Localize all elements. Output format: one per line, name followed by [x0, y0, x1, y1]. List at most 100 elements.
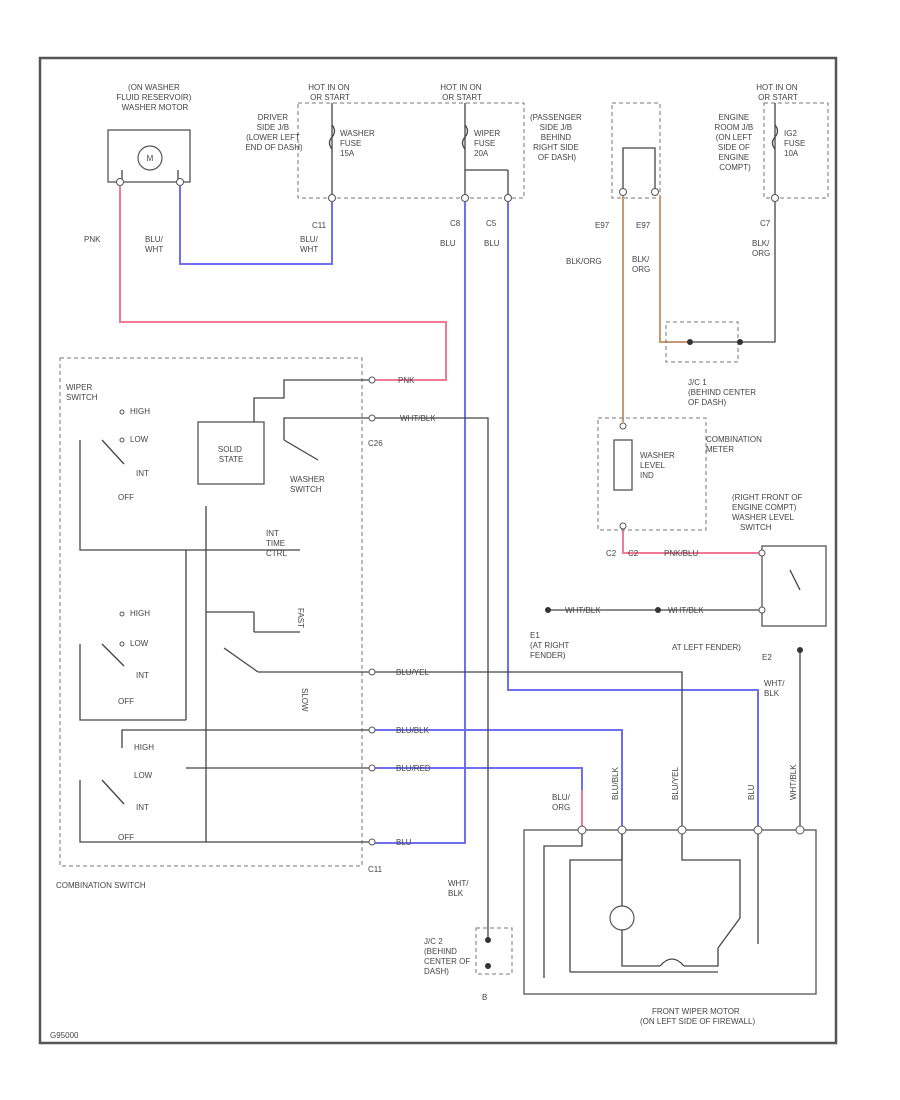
svg-text:BLU/BLK: BLU/BLK — [396, 726, 430, 735]
ground-e2-label: AT LEFT FENDER) E2 — [672, 643, 772, 662]
svg-text:BLU/BLK: BLU/BLK — [611, 766, 620, 800]
svg-text:C11: C11 — [312, 221, 327, 230]
wiper-fuse-label: WIPER FUSE 20A — [474, 129, 502, 158]
svg-text:INT: INT — [136, 803, 149, 812]
solid-state-label: SOLID STATE — [218, 445, 244, 464]
washer-motor: (ON WASHER FLUID RESERVOIR) WASHER MOTOR… — [107, 83, 193, 186]
svg-text:M: M — [147, 154, 154, 163]
combination-meter: COMBINATION METER WASHER LEVEL IND C2 C2… — [597, 417, 764, 558]
svg-text:HIGH: HIGH — [130, 609, 150, 618]
svg-text:OFF: OFF — [118, 833, 134, 842]
wire-blk-org-right — [659, 196, 690, 343]
wires — [119, 186, 801, 940]
washer-level-ind-label: WASHER LEVEL IND — [640, 451, 677, 480]
jc2-junction: WHT/ BLK J/C 2 (BEHIND CENTER OF DASH) B — [424, 879, 513, 1002]
wiper-switch-label: WIPER SWITCH — [66, 383, 98, 402]
wire-blu-blk — [372, 729, 623, 830]
engine-room-jb: E97 E97 HOT IN ON OR START ENGINE ROOM J… — [595, 83, 829, 230]
label-blk-org-c7: BLK/ ORG — [752, 239, 772, 258]
int-time-ctrl-label: INT TIME CTRL — [266, 529, 287, 558]
figure-id: G95000 — [50, 1031, 79, 1040]
ig2-fuse-label: IG2 FUSE 10A — [784, 129, 808, 158]
jc2-label: J/C 2 (BEHIND CENTER OF DASH) — [424, 937, 472, 976]
svg-text:C5: C5 — [486, 219, 497, 228]
ground-points: E1 (AT RIGHT FENDER) AT LEFT FENDER) E2 … — [530, 631, 803, 698]
svg-text:LOW: LOW — [134, 771, 153, 780]
wire-pnk-blu — [622, 530, 760, 554]
driver-jb-label: DRIVER SIDE J/B (LOWER LEFT END OF DASH) — [245, 113, 303, 152]
wire-blu-red — [372, 767, 583, 790]
svg-text:E97: E97 — [636, 221, 651, 230]
svg-text:BLU: BLU — [440, 239, 456, 248]
jc1-junction: J/C 1 (BEHIND CENTER OF DASH) — [665, 321, 758, 407]
svg-text:PNK: PNK — [84, 235, 101, 244]
svg-text:HIGH: HIGH — [134, 743, 154, 752]
svg-text:BLU: BLU — [396, 838, 412, 847]
svg-text:PNK: PNK — [398, 376, 415, 385]
washer-motor-label: (ON WASHER FLUID RESERVOIR) WASHER MOTOR — [116, 83, 193, 112]
svg-text:WHT/BLK: WHT/BLK — [400, 414, 436, 423]
svg-text:C2: C2 — [628, 549, 639, 558]
label-blu-wht-motor: BLU/ WHT — [145, 235, 165, 254]
engine-room-jb-label: ENGINE ROOM J/B (ON LEFT SIDE OF ENGINE … — [715, 113, 756, 172]
svg-text:FAST: FAST — [296, 608, 305, 628]
hot-label-1: HOT IN ON OR START — [308, 83, 351, 102]
hot-label-3: HOT IN ON OR START — [756, 83, 799, 102]
front-wiper-motor: BLU/ ORG BLU/BLK BLU/YEL BLU WHT/BLK FRO… — [523, 764, 817, 1026]
svg-text:C2: C2 — [606, 549, 617, 558]
passenger-jb-label: (PASSENGER SIDE J/B BEHIND RIGHT SIDE OF… — [530, 113, 584, 162]
svg-text:HIGH: HIGH — [130, 407, 150, 416]
washer-level-switch: (RIGHT FRONT OF ENGINE COMPT) WASHER LEV… — [545, 493, 827, 627]
combination-switch: WIPER SWITCH HIGH LOW INT OFF SOLID STAT… — [56, 357, 436, 890]
washer-level-switch-label: (RIGHT FRONT OF ENGINE COMPT) WASHER LEV… — [732, 493, 805, 532]
front-wiper-motor-label: FRONT WIPER MOTOR (ON LEFT SIDE OF FIREW… — [640, 1007, 755, 1026]
svg-text:COMBINATION SWITCH: COMBINATION SWITCH — [56, 881, 146, 890]
svg-text:B: B — [482, 993, 487, 1002]
washer-switch-label: WASHER SWITCH — [290, 475, 327, 494]
svg-text:BLU/YEL: BLU/YEL — [396, 668, 429, 677]
svg-text:INT: INT — [136, 671, 149, 680]
combination-meter-label: COMBINATION METER — [706, 435, 764, 454]
svg-text:LOW: LOW — [130, 435, 149, 444]
wire-blu-wht — [179, 186, 333, 265]
label-blk-org-right: BLK/ ORG — [632, 255, 652, 274]
svg-text:C8: C8 — [450, 219, 461, 228]
hot-label-2: HOT IN ON OR START — [440, 83, 483, 102]
svg-text:INT: INT — [136, 469, 149, 478]
wire-blu-c5 — [507, 202, 759, 830]
svg-text:C7: C7 — [760, 219, 771, 228]
label-wht-blk-e2: WHT/ BLK — [764, 679, 787, 698]
wiper-fuse: HOT IN ON OR START WIPER FUSE 20A C8 C5 … — [440, 83, 584, 228]
svg-text:OFF: OFF — [118, 697, 134, 706]
svg-text:OFF: OFF — [118, 493, 134, 502]
svg-text:BLU/YEL: BLU/YEL — [671, 767, 680, 800]
label-wht-blk-bottom: WHT/ BLK — [448, 879, 471, 898]
svg-text:BLU: BLU — [747, 784, 756, 800]
wire-pnk — [119, 186, 447, 381]
svg-text:SLOW: SLOW — [300, 688, 309, 712]
ground-e1-label: E1 (AT RIGHT FENDER) — [530, 631, 571, 660]
svg-text:E97: E97 — [595, 221, 610, 230]
svg-text:LOW: LOW — [130, 639, 149, 648]
svg-text:BLU: BLU — [484, 239, 500, 248]
svg-text:BLU/RED: BLU/RED — [396, 764, 431, 773]
solid-state-box — [197, 421, 265, 485]
svg-text:C26: C26 — [368, 439, 383, 448]
svg-text:WHT/BLK: WHT/BLK — [668, 606, 704, 615]
svg-text:PNK/BLU: PNK/BLU — [664, 549, 698, 558]
wiper-motor-symbol — [609, 905, 635, 931]
washer-motor-symbol — [137, 145, 163, 171]
wire-labels: PNK BLU/ WHT BLU/ WHT BLU BLU BLK/ORG BL… — [84, 235, 772, 274]
label-blu-org: BLU/ ORG — [552, 793, 572, 812]
svg-text:C11: C11 — [368, 865, 383, 874]
diagram-frame — [38, 56, 838, 1045]
washer-fuse-label: WASHER FUSE 15A — [340, 129, 377, 158]
jc1-label: J/C 1 (BEHIND CENTER OF DASH) — [688, 378, 758, 407]
label-blu-wht-fuse: BLU/ WHT — [300, 235, 320, 254]
svg-text:WHT/BLK: WHT/BLK — [565, 606, 601, 615]
driver-jb-washer-fuse: HOT IN ON OR START DRIVER SIDE J/B (LOWE… — [245, 83, 525, 230]
svg-text:WHT/BLK: WHT/BLK — [789, 764, 798, 800]
svg-text:BLK/ORG: BLK/ORG — [566, 257, 602, 266]
wire-blu-c8 — [372, 202, 466, 844]
